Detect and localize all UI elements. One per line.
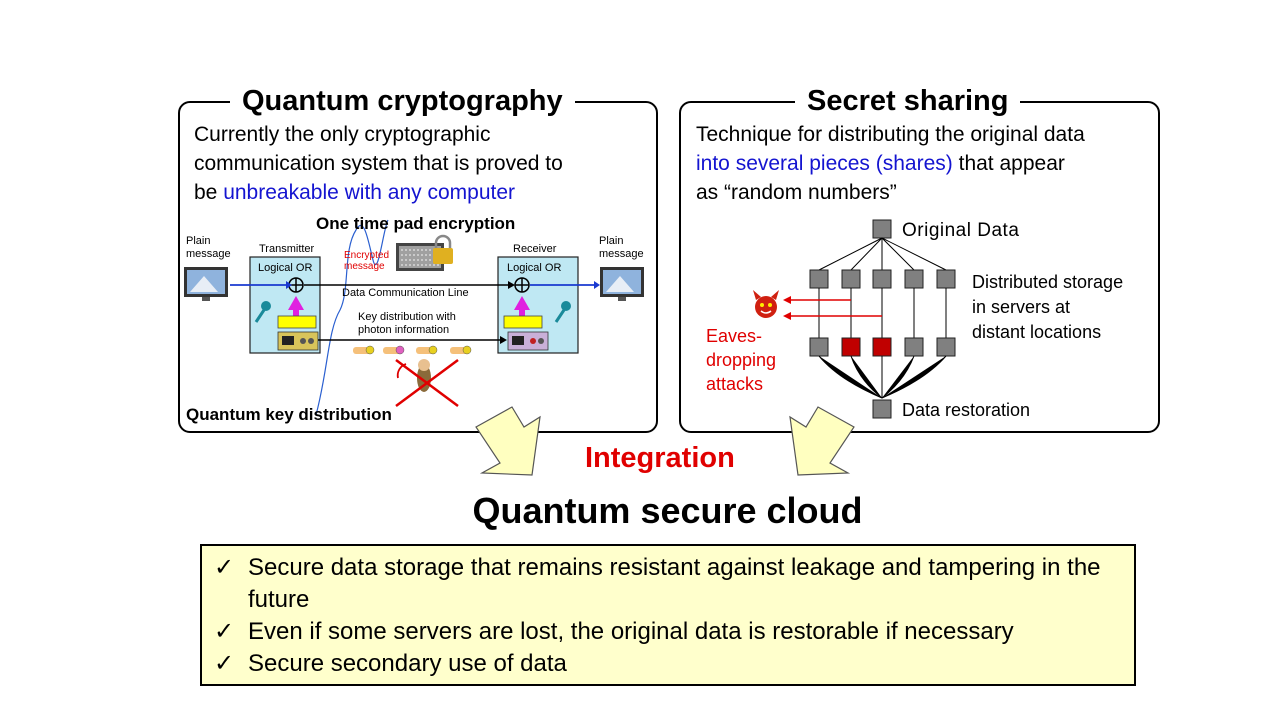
logical-or-right-label: Logical OR: [507, 262, 562, 274]
qc-unbreakable-highlight: unbreakable with any computer: [223, 181, 516, 204]
integration-label: Integration: [585, 442, 735, 474]
ss-shares-highlight: into several pieces (shares): [696, 152, 953, 175]
benefit-item: ✓ Secure data storage that remains resist…: [214, 552, 1124, 616]
quantum-cryptography-description: Currently the only cryptographic communi…: [194, 120, 644, 207]
benefit-item: ✓ Even if some servers are lost, the orig…: [214, 616, 1124, 648]
qc-desc-line-3-prefix: be: [194, 181, 224, 204]
left-monitor-icon: [184, 267, 228, 301]
share-nodes-top: [809, 269, 956, 289]
key-feed-arrow-right: [514, 296, 530, 316]
qc-desc-line-2: communication system that is proved to: [194, 152, 563, 175]
original-data-label: Original Data: [902, 220, 1020, 241]
logical-or-left-label: Logical OR: [258, 262, 313, 274]
benefits-box: ✓ Secure data storage that remains resist…: [200, 544, 1136, 686]
restored-data-node: [872, 399, 892, 419]
eavesdropping-label: Eaves- dropping attacks: [706, 326, 777, 394]
data-line-label: Data Communication Line: [342, 287, 469, 299]
qkd-label: Quantum key distribution: [186, 405, 392, 424]
key-block-left: [277, 315, 317, 329]
eavesdropper-icon: [396, 359, 431, 392]
original-data-node: [872, 219, 892, 239]
transmitter-device-icon: [277, 331, 319, 351]
key-distribution-label: Key distribution with photon information: [358, 311, 456, 336]
benefit-item: ✓ Secure secondary use of data: [214, 648, 1124, 680]
right-down-arrow-icon: [789, 406, 855, 476]
ss-desc-line-3: as “random numbers”: [696, 181, 897, 204]
secret-sharing-title: Secret sharing: [795, 84, 1021, 118]
check-icon: ✓: [214, 618, 235, 645]
secret-sharing-description: Technique for distributing the original …: [696, 120, 1151, 207]
plain-message-right: Plain message: [599, 235, 644, 260]
left-down-arrow-icon: [475, 406, 541, 476]
photon-stream: [353, 345, 472, 355]
integration-arrows: [475, 406, 855, 476]
key-block-right: [503, 315, 543, 329]
plain-message-left: Plain message: [186, 235, 231, 260]
quantum-cryptography-title: Quantum cryptography: [230, 84, 575, 118]
distributed-storage-label: Distributed storage in servers at distan…: [972, 272, 1124, 342]
key-icon-right: [554, 301, 571, 323]
data-restoration-label: Data restoration: [902, 400, 1031, 420]
result-title: Quantum secure cloud: [472, 490, 863, 531]
attacker-devil-icon: [753, 290, 779, 318]
attack-arrows: [791, 299, 882, 317]
otp-label: One time pad encryption: [316, 214, 516, 233]
benefit-text: Secure secondary use of data: [248, 650, 567, 677]
qkd-diagram: [184, 219, 644, 416]
ss-desc-line-1: Technique for distributing the original …: [696, 123, 1085, 146]
receiver-label: Receiver: [513, 243, 557, 255]
receiver-device-icon: [507, 331, 549, 351]
transmitter-label: Transmitter: [259, 243, 315, 255]
secret-sharing-diagram: [753, 219, 956, 419]
qc-desc-line-3: be unbreakable with any computer: [194, 178, 644, 207]
benefits-list: ✓ Secure data storage that remains resist…: [202, 546, 1134, 680]
padlock-icon: [433, 234, 453, 264]
benefit-text: Secure data storage that remains resista…: [248, 554, 1101, 613]
share-nodes-bottom: [809, 337, 956, 357]
key-icon-left: [254, 301, 271, 323]
check-icon: ✓: [214, 650, 235, 677]
ss-desc-line-2-suffix: that appear: [952, 152, 1065, 175]
right-monitor-icon: [600, 267, 644, 301]
qc-desc-line-1: Currently the only cryptographic: [194, 123, 491, 146]
benefit-text: Even if some servers are lost, the origi…: [248, 618, 1014, 645]
ss-desc-line-2: into several pieces (shares) that appear: [696, 149, 1151, 178]
encrypted-message-label: Encrypted message: [344, 250, 390, 272]
cross-out-line-2: [395, 358, 459, 408]
key-feed-arrow-left: [288, 296, 304, 316]
check-icon: ✓: [214, 554, 235, 581]
